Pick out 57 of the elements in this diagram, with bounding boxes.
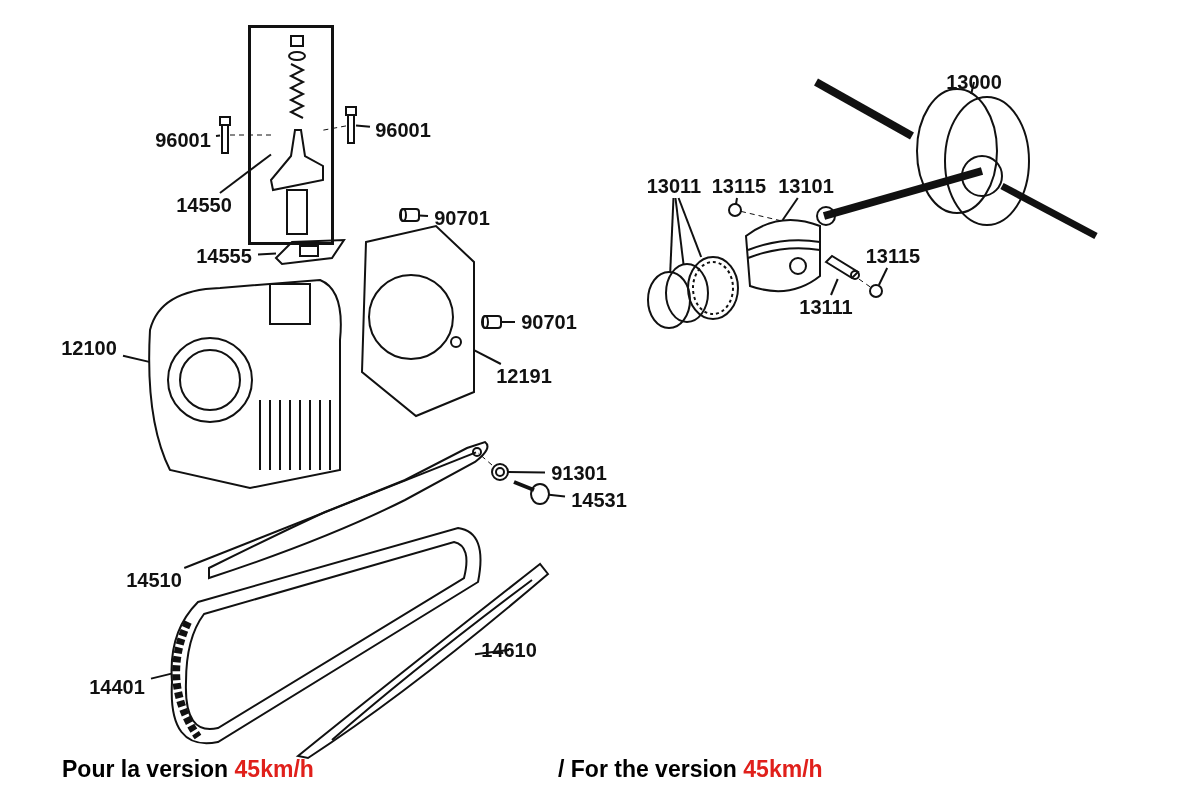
oil-ring-drawing	[684, 254, 742, 322]
leader-line	[122, 354, 151, 363]
leader-line	[970, 81, 975, 95]
callout-number: 14510	[120, 568, 188, 592]
callout-number: 13111	[793, 295, 859, 319]
leader-line	[735, 197, 738, 205]
piston-ring	[664, 262, 710, 324]
leader-line	[150, 672, 173, 680]
assembly-line	[229, 134, 272, 136]
leader-line	[418, 214, 429, 218]
leader-line	[548, 493, 566, 498]
assembly-frame	[248, 25, 334, 245]
leader-line	[781, 197, 799, 221]
callout-number: 91301	[545, 461, 613, 485]
leader-line	[215, 134, 221, 138]
assembly-line	[322, 125, 347, 131]
callout-number: 14555	[190, 244, 258, 268]
version-note: / For the version 45km/h	[558, 756, 823, 783]
leader-line	[674, 197, 685, 265]
callout-number: 13115	[706, 174, 772, 198]
piston-ring	[646, 270, 692, 330]
leader-line	[669, 197, 675, 273]
assembly-line	[858, 278, 871, 288]
callout-number: 13115	[860, 244, 926, 268]
circlip	[868, 283, 884, 299]
callout-number: 12191	[490, 364, 558, 388]
washer-drawing	[490, 462, 510, 482]
leader-line	[218, 153, 272, 194]
bolt-drawing	[218, 116, 232, 154]
dowel-drawing	[398, 206, 422, 224]
callout-number: 14531	[565, 488, 633, 512]
leader-line	[677, 197, 703, 258]
callout-number: 14610	[475, 638, 543, 662]
circlip	[727, 202, 743, 218]
leader-line	[355, 124, 371, 128]
leader-line	[830, 278, 839, 296]
callout-number: 90701	[515, 310, 583, 334]
gasket-drawing	[272, 236, 348, 266]
callout-number: 12100	[55, 336, 123, 360]
assembly-line	[477, 452, 493, 466]
leader-line	[500, 321, 516, 323]
callout-number: 13011	[640, 174, 708, 198]
version-note: Pour la version 45km/h	[62, 756, 314, 783]
bolt-drawing	[344, 106, 358, 144]
callout-number: 13000	[940, 70, 1008, 94]
leader-line	[507, 471, 546, 474]
callout-number: 90701	[428, 206, 496, 230]
leader-line	[877, 267, 889, 286]
callout-number: 13101	[772, 174, 840, 198]
leader-line	[473, 349, 502, 365]
leader-line	[257, 252, 277, 256]
callout-number: 96001	[150, 128, 216, 152]
callout-number: 96001	[370, 118, 436, 142]
callout-number: 14401	[83, 675, 151, 699]
leader-line	[183, 451, 477, 569]
callout-number: 14550	[170, 193, 238, 217]
dowel-drawing	[480, 313, 504, 331]
